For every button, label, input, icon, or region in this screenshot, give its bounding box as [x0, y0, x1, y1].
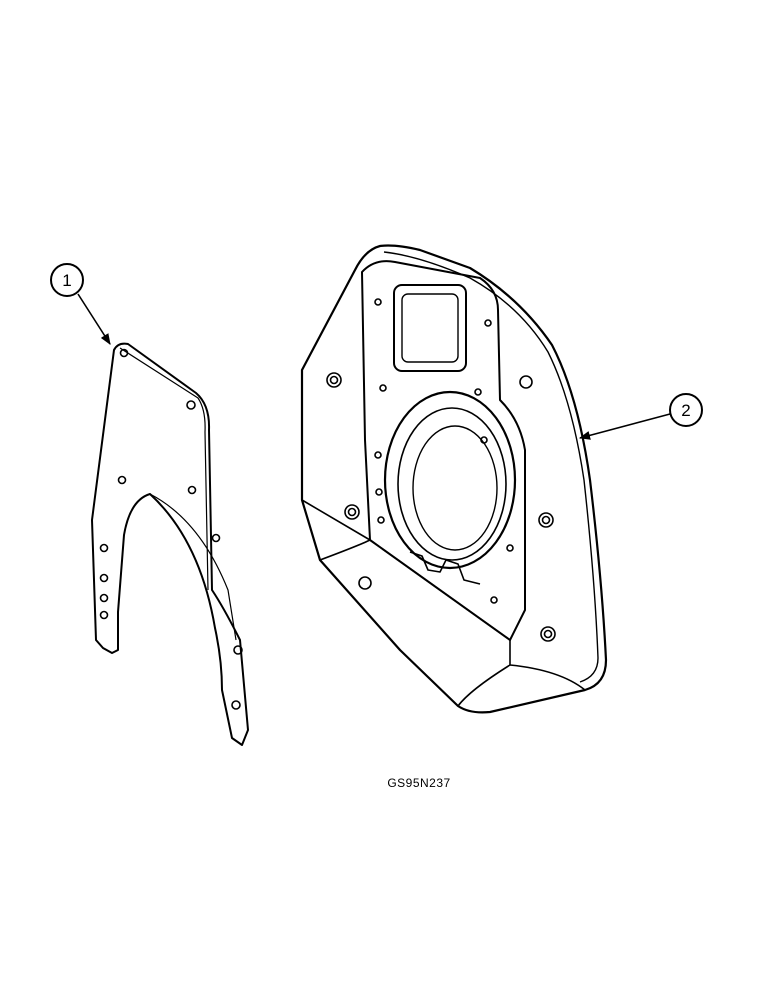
gasket-outline — [91, 342, 249, 746]
callout-1-number: 1 — [62, 271, 71, 290]
callout-2: 2 — [578, 393, 703, 440]
square-port-inner — [401, 293, 459, 363]
square-port-outer — [393, 284, 467, 372]
callout-1: 1 — [50, 263, 111, 345]
callout-2-leader — [578, 413, 671, 440]
housing-bolt-holes — [326, 298, 556, 642]
seal-bore-inner — [412, 425, 498, 551]
housing-bottom-fold — [319, 539, 511, 707]
housing-plate-part — [300, 244, 608, 714]
callout-1-circle — [50, 263, 84, 297]
figure-code: GS95N237 — [387, 776, 450, 790]
gasket-inner-edge — [119, 347, 237, 641]
housing-raised-face — [361, 260, 526, 641]
callout-1-leader — [77, 293, 111, 345]
housing-rim-edge — [383, 251, 599, 683]
gasket-part — [91, 342, 249, 746]
seal-bore-outer — [383, 390, 517, 570]
housing-outer-outline — [300, 244, 608, 714]
seal-bore-ring — [397, 407, 507, 561]
bore-notch — [409, 551, 481, 585]
callout-2-circle — [669, 393, 703, 427]
callout-2-number: 2 — [681, 401, 690, 420]
housing-side-face — [301, 499, 586, 691]
gasket-bolt-holes — [99, 348, 243, 710]
